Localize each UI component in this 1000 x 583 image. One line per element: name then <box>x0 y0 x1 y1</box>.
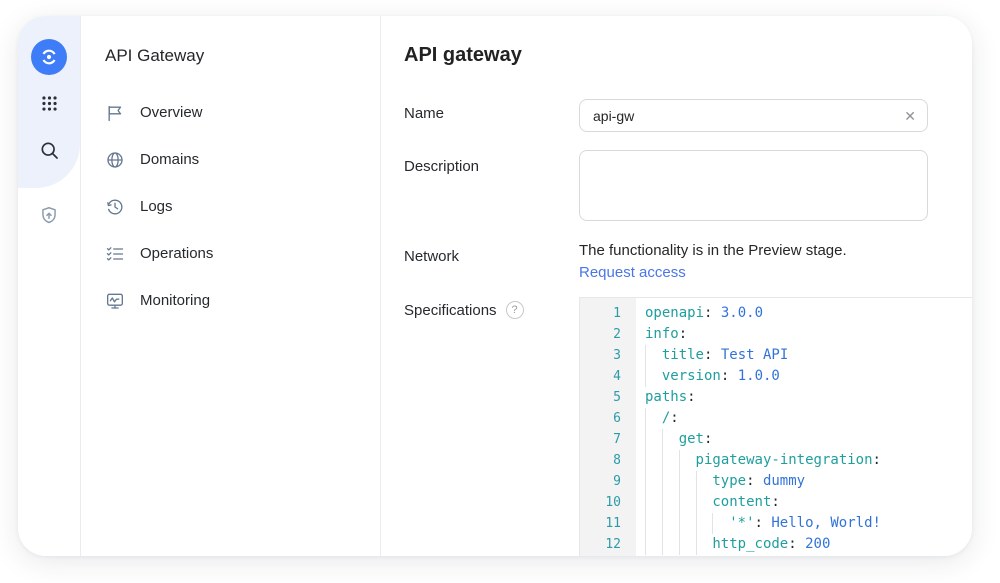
indent-guide <box>645 366 662 387</box>
editor-line-number: 9 <box>613 474 621 489</box>
indent-guide <box>661 450 679 471</box>
network-preview-notice: The functionality is in the Preview stag… <box>579 242 847 259</box>
editor-line-number: 12 <box>605 537 621 552</box>
editor-line-number: 5 <box>613 390 621 405</box>
sidebar-item-overview[interactable]: Overview <box>105 89 372 136</box>
sidebar-item-label: Logs <box>140 198 173 215</box>
editor-line-number: 10 <box>605 495 621 510</box>
service-title: API Gateway <box>105 46 205 65</box>
api-gateway-logo-icon <box>31 39 67 75</box>
name-input[interactable] <box>593 107 897 124</box>
editor-code-line: /: <box>645 408 972 429</box>
editor-code-line: paths: <box>645 389 696 405</box>
editor-line-number: 2 <box>613 327 621 342</box>
indent-guide <box>645 513 662 534</box>
indent-guide <box>678 450 696 471</box>
editor-line-number: 8 <box>613 453 621 468</box>
indent-guide <box>695 471 713 492</box>
editor-code-line: title: Test API <box>645 345 972 366</box>
flag-icon <box>105 103 125 123</box>
specifications-label: Specifications <box>404 301 497 319</box>
globe-icon <box>105 150 125 170</box>
indent-guide <box>661 534 679 555</box>
indent-guide <box>678 471 696 492</box>
rail-divider <box>80 16 81 556</box>
indent-guide <box>712 513 729 534</box>
api-gateway-service-button[interactable] <box>18 39 80 75</box>
question-icon[interactable]: ? <box>505 301 524 319</box>
sidebar-item-logs[interactable]: Logs <box>105 183 372 230</box>
indent-guide <box>645 345 662 366</box>
sidebar-item-label: Domains <box>140 151 200 168</box>
editor-line-number: 1 <box>613 306 621 321</box>
indent-guide <box>645 492 662 513</box>
checklist-icon <box>105 244 125 264</box>
network-label: Network <box>404 248 460 265</box>
editor-code-line: pigateway-integration: <box>645 450 972 471</box>
services-grid-button[interactable] <box>18 94 80 113</box>
indent-guide <box>645 471 662 492</box>
search-button[interactable] <box>18 140 80 161</box>
editor-code-line: http_code: 200 <box>645 534 972 555</box>
editor-line-number: 6 <box>613 411 621 426</box>
editor-line-number: 11 <box>605 516 621 531</box>
indent-guide <box>678 492 696 513</box>
description-textarea[interactable] <box>579 150 928 221</box>
indent-guide <box>661 471 679 492</box>
editor-code-line: openapi: 3.0.0 <box>645 305 764 321</box>
network-notice-block: The functionality is in the Preview stag… <box>579 240 949 283</box>
editor-code-line: '*': Hello, World! <box>645 513 972 534</box>
editor-code-line: info: <box>645 326 688 342</box>
clear-name-icon[interactable]: ✕ <box>904 107 916 124</box>
request-access-link[interactable]: Request access <box>579 264 686 281</box>
indent-guide <box>661 429 679 450</box>
sidebar-item-domains[interactable]: Domains <box>105 136 372 183</box>
sidebar-item-operations[interactable]: Operations <box>105 230 372 277</box>
search-icon <box>40 142 58 159</box>
services-grid-icon <box>41 96 57 111</box>
editor-code-line: get: <box>645 429 972 450</box>
editor-code-line: version: 1.0.0 <box>645 366 972 387</box>
indent-guide <box>645 408 662 429</box>
indent-guide <box>661 492 679 513</box>
indent-guide <box>678 513 696 534</box>
sidebar-item-label: Overview <box>140 104 203 121</box>
security-shield-icon <box>42 207 56 224</box>
security-shield-button[interactable] <box>18 205 80 227</box>
indent-guide <box>695 513 713 534</box>
icon-rail <box>18 16 80 556</box>
sidebar-divider <box>380 16 381 556</box>
specifications-label-row: Specifications ? <box>404 301 524 319</box>
editor-line-number: 4 <box>613 369 621 384</box>
editor-line-number: 7 <box>613 432 621 447</box>
sidebar-item-label: Monitoring <box>140 292 211 309</box>
sidebar-item-label: Operations <box>140 245 214 262</box>
editor-line-number: 3 <box>613 348 621 363</box>
indent-guide <box>645 450 662 471</box>
editor-code-line: content: <box>645 492 972 513</box>
editor-code-line: type: dummy <box>645 471 972 492</box>
description-label: Description <box>404 158 480 175</box>
indent-guide <box>645 534 662 555</box>
history-icon <box>105 197 125 217</box>
page-title: API gateway <box>404 44 522 66</box>
indent-guide <box>695 492 713 513</box>
indent-guide <box>645 429 662 450</box>
indent-guide <box>695 534 713 555</box>
sidebar-item-monitoring[interactable]: Monitoring <box>105 277 372 324</box>
name-label: Name <box>404 105 445 122</box>
main-content: API gateway Name ✕ Description Network T… <box>381 16 972 556</box>
indent-guide <box>661 513 679 534</box>
indent-guide <box>678 534 696 555</box>
monitor-icon <box>105 291 125 311</box>
name-input-wrapper: ✕ <box>579 99 928 132</box>
